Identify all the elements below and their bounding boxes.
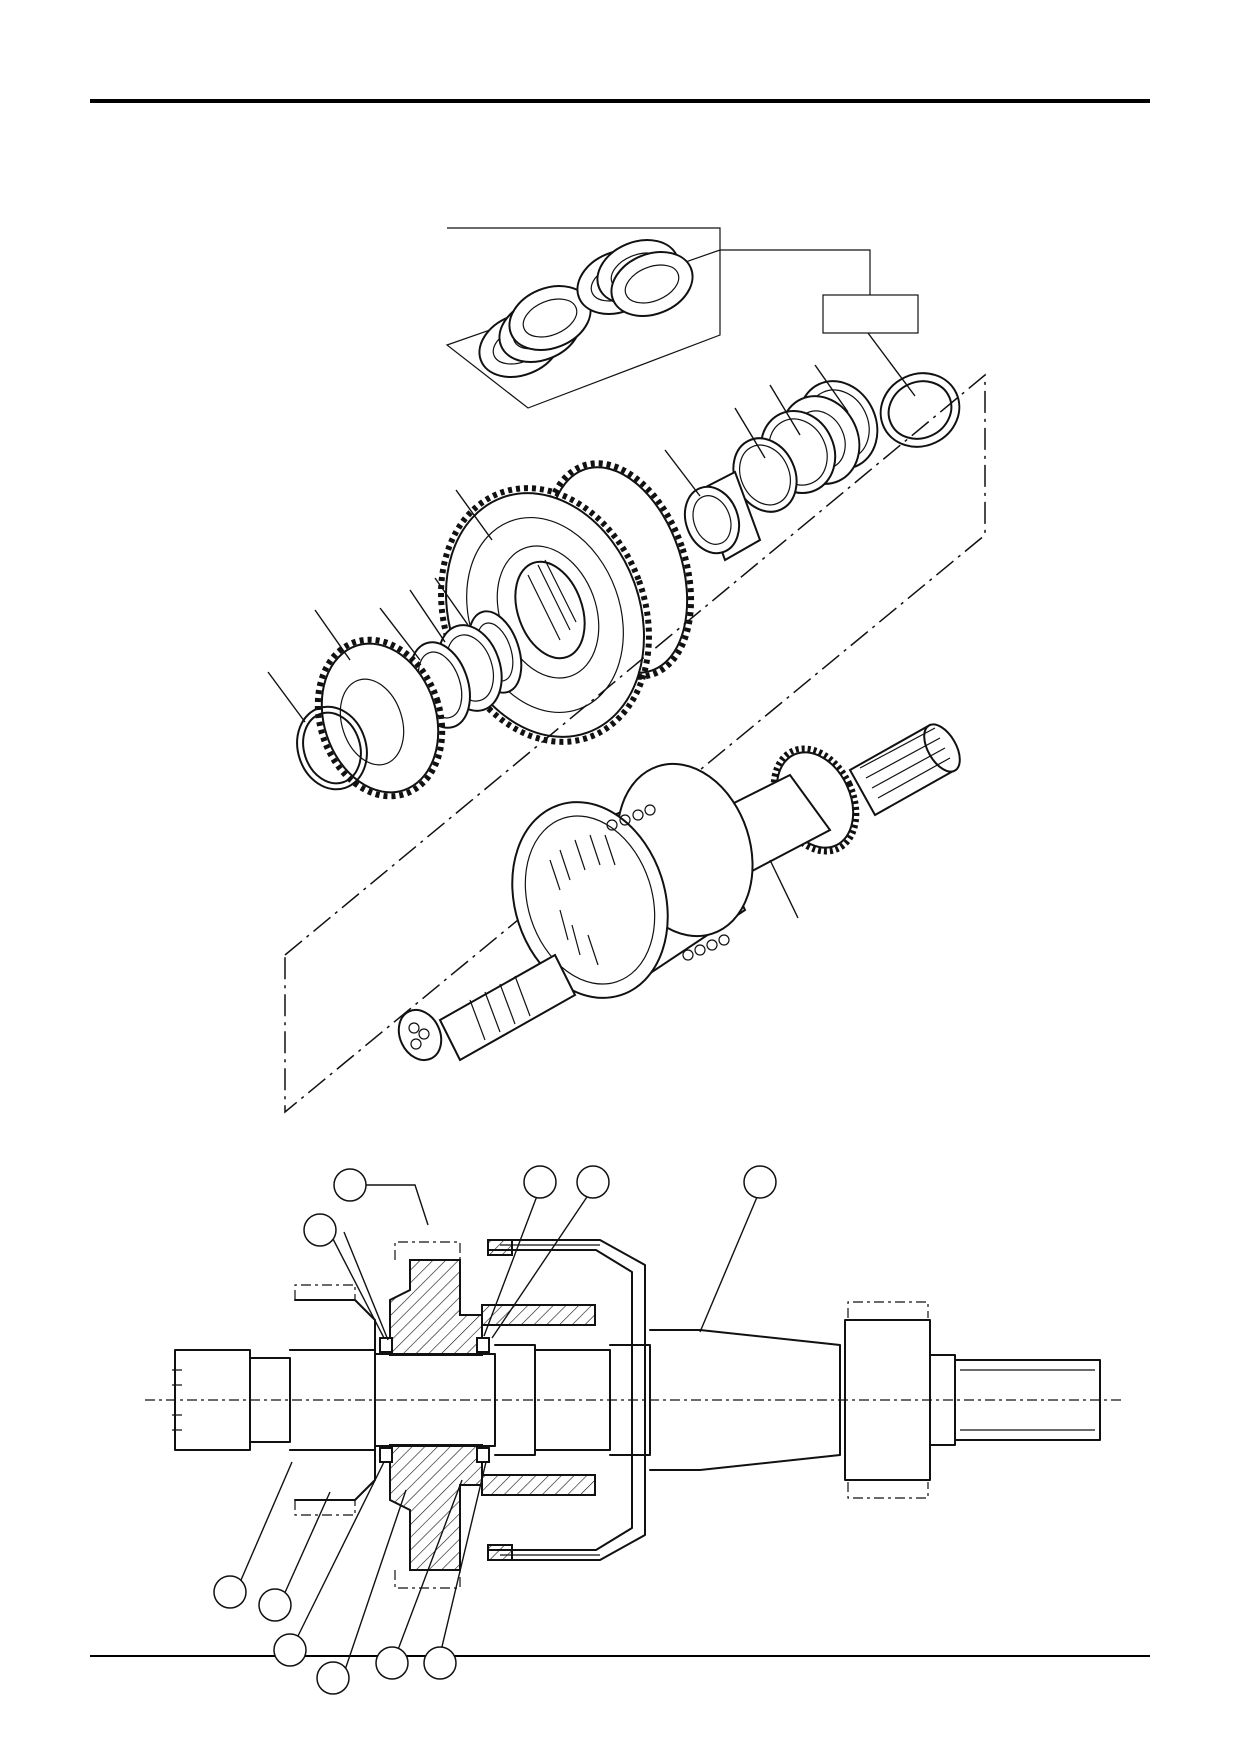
callout-bubble — [333, 1168, 367, 1202]
output-shaft-with-clutch-drum — [397, 723, 961, 1062]
spacer-ring — [732, 407, 798, 513]
assembly-centerline-boundary — [284, 373, 986, 1114]
callout-bubble — [258, 1588, 292, 1622]
callout-bubble — [743, 1165, 777, 1199]
small-gear — [314, 609, 446, 800]
callout-bubble — [375, 1646, 409, 1680]
callout-bubble — [423, 1646, 457, 1680]
callout-bubbles — [213, 1165, 777, 1695]
shim-washer-icon — [576, 239, 694, 317]
callout-bubble — [523, 1165, 557, 1199]
sectional-view — [145, 1239, 1125, 1589]
shim-kit-inset — [445, 227, 919, 409]
needle-bearing — [664, 449, 762, 562]
callout-leaders — [237, 1184, 761, 1671]
callout-bubble — [576, 1165, 610, 1199]
callout-bubble — [273, 1633, 307, 1667]
shim-ring — [879, 372, 961, 448]
callout-bubble — [213, 1575, 247, 1609]
shim-washer-icon — [478, 285, 592, 378]
callout-bubble — [316, 1661, 350, 1695]
callout-bubble — [303, 1213, 337, 1247]
snap-ring — [267, 671, 368, 791]
